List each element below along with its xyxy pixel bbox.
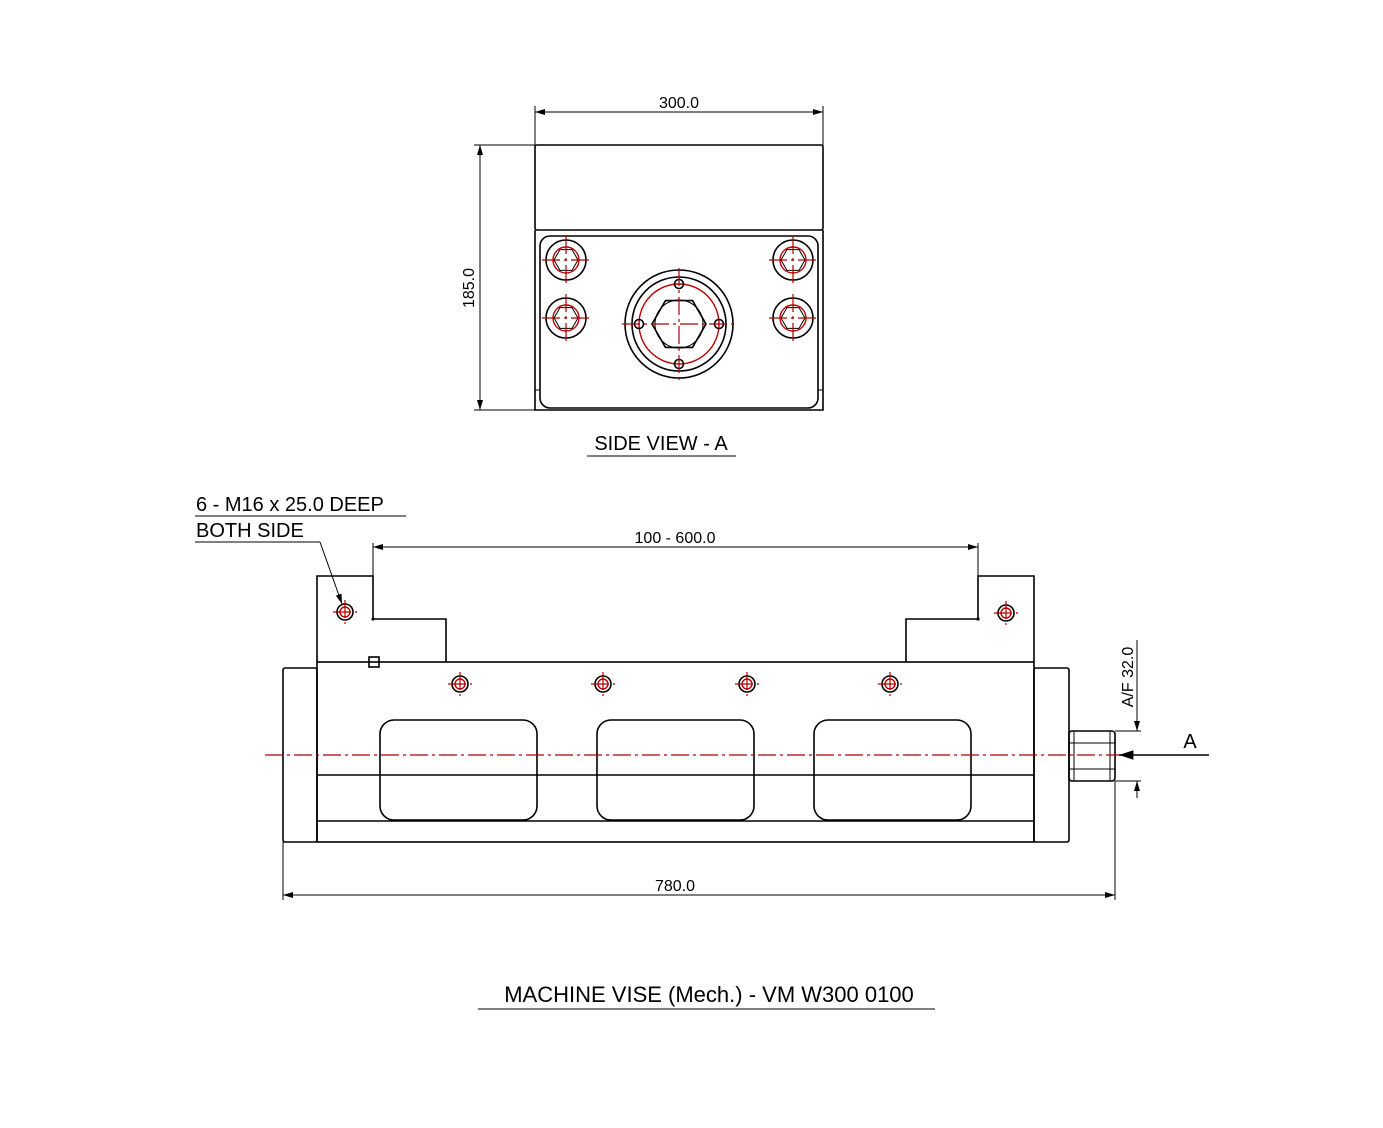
front-view: 6 - M16 x 25.0 DEEP BOTH SIDE 100 - 600.… xyxy=(195,494,1209,900)
fixed-jaw xyxy=(316,575,447,662)
across-flats-label: A/F 32.0 xyxy=(1120,647,1137,708)
tapped-hole xyxy=(448,672,472,696)
moving-jaw xyxy=(905,575,1035,662)
pocket-right xyxy=(813,719,972,821)
tapped-hole xyxy=(333,600,357,624)
side-view-height-label: 185.0 xyxy=(461,268,478,308)
opening-dimension: 100 - 600.0 xyxy=(372,530,979,578)
overall-length-label: 780.0 xyxy=(655,878,695,895)
tapped-hole xyxy=(591,672,615,696)
overall-length-dimension: 780.0 xyxy=(282,781,1116,900)
tapping-note-line-1: 6 - M16 x 25.0 DEEP xyxy=(196,494,384,516)
vise-body xyxy=(316,661,1035,843)
side-view-label: SIDE VIEW - A xyxy=(594,433,728,455)
side-view-width-dimension: 300.0 xyxy=(534,95,824,146)
screw-end xyxy=(1068,730,1116,782)
bolt-top-left xyxy=(542,236,590,284)
tapped-hole xyxy=(878,672,902,696)
bolt-bottom-left xyxy=(542,294,590,342)
tapped-hole xyxy=(994,601,1018,625)
view-arrow: A xyxy=(1119,731,1209,760)
jaw-block xyxy=(534,144,824,231)
tapping-note-line-2: BOTH SIDE xyxy=(196,520,304,542)
across-flats-dimension: A/F 32.0 xyxy=(1115,640,1141,798)
view-arrow-label: A xyxy=(1183,731,1197,753)
end-plate xyxy=(539,235,819,409)
drawing-title: MACHINE VISE (Mech.) - VM W300 0100 xyxy=(504,982,914,1007)
datum-mark xyxy=(368,656,380,668)
opening-dimension-label: 100 - 600.0 xyxy=(635,530,716,547)
pocket-middle xyxy=(596,719,755,821)
side-view-width-label: 300.0 xyxy=(659,95,699,112)
pocket-left xyxy=(379,719,538,821)
screw-boss xyxy=(622,268,736,380)
tapping-note: 6 - M16 x 25.0 DEEP BOTH SIDE xyxy=(195,494,406,605)
bolt-bottom-right xyxy=(769,294,817,342)
tapped-hole xyxy=(735,672,759,696)
side-view: 300.0 185.0 xyxy=(461,95,824,457)
bolt-top-right xyxy=(769,236,817,284)
body-outline xyxy=(534,230,824,411)
side-view-height-dimension: 185.0 xyxy=(461,144,535,411)
